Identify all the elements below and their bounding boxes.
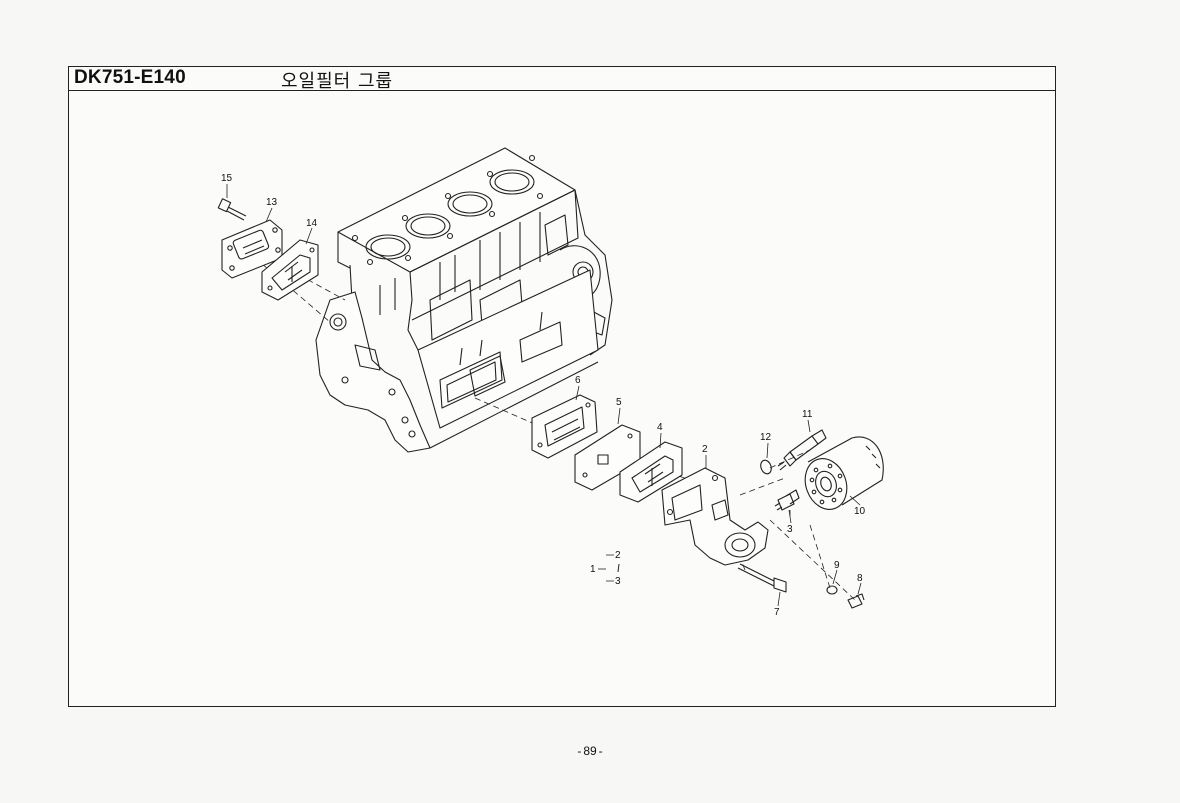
gasket-14 — [261, 239, 319, 301]
o-ring-12 — [760, 459, 772, 475]
title-bar: DK751-E140 오일필터 그룹 — [69, 67, 1055, 92]
legend-child-2: 2 — [615, 550, 621, 561]
callout-15: 15 — [221, 173, 233, 184]
fitting-3 — [774, 489, 800, 511]
callout-6: 6 — [575, 375, 581, 386]
callout-4: 4 — [657, 422, 663, 433]
plug-8 — [847, 593, 865, 609]
assembly-legend: 1 2 3 — [590, 550, 621, 587]
callout-11: 11 — [802, 409, 813, 420]
callout-5: 5 — [616, 397, 622, 408]
washer-9 — [826, 585, 838, 595]
filter-bracket-2 — [661, 467, 769, 566]
callout-12: 12 — [760, 432, 772, 443]
gasket-4 — [619, 441, 683, 503]
legend-child-3: 3 — [615, 576, 621, 587]
callout-8: 8 — [857, 573, 863, 584]
plate-5 — [574, 424, 641, 491]
long-bolt-7 — [737, 563, 787, 593]
callout-14: 14 — [306, 218, 318, 229]
page-number: -89- — [577, 744, 603, 758]
oil-filter-10 — [804, 436, 884, 510]
callout-9: 9 — [834, 560, 840, 571]
drawing-frame: DK751-E140 오일필터 그룹 — [68, 66, 1056, 707]
callout-2: 2 — [702, 444, 708, 455]
part-group-title: 오일필터 그룹 — [281, 71, 394, 92]
pressure-sensor-11 — [777, 429, 827, 471]
legend-parent-number: 1 — [590, 564, 596, 575]
callout-10: 10 — [854, 506, 866, 517]
engine-block — [315, 147, 613, 453]
cover-6 — [531, 394, 598, 459]
bolt-15 — [217, 198, 247, 221]
callout-13: 13 — [266, 197, 278, 208]
callout-7: 7 — [774, 607, 780, 618]
part-group-code: DK751-E140 — [74, 67, 186, 88]
callout-3: 3 — [787, 524, 793, 535]
